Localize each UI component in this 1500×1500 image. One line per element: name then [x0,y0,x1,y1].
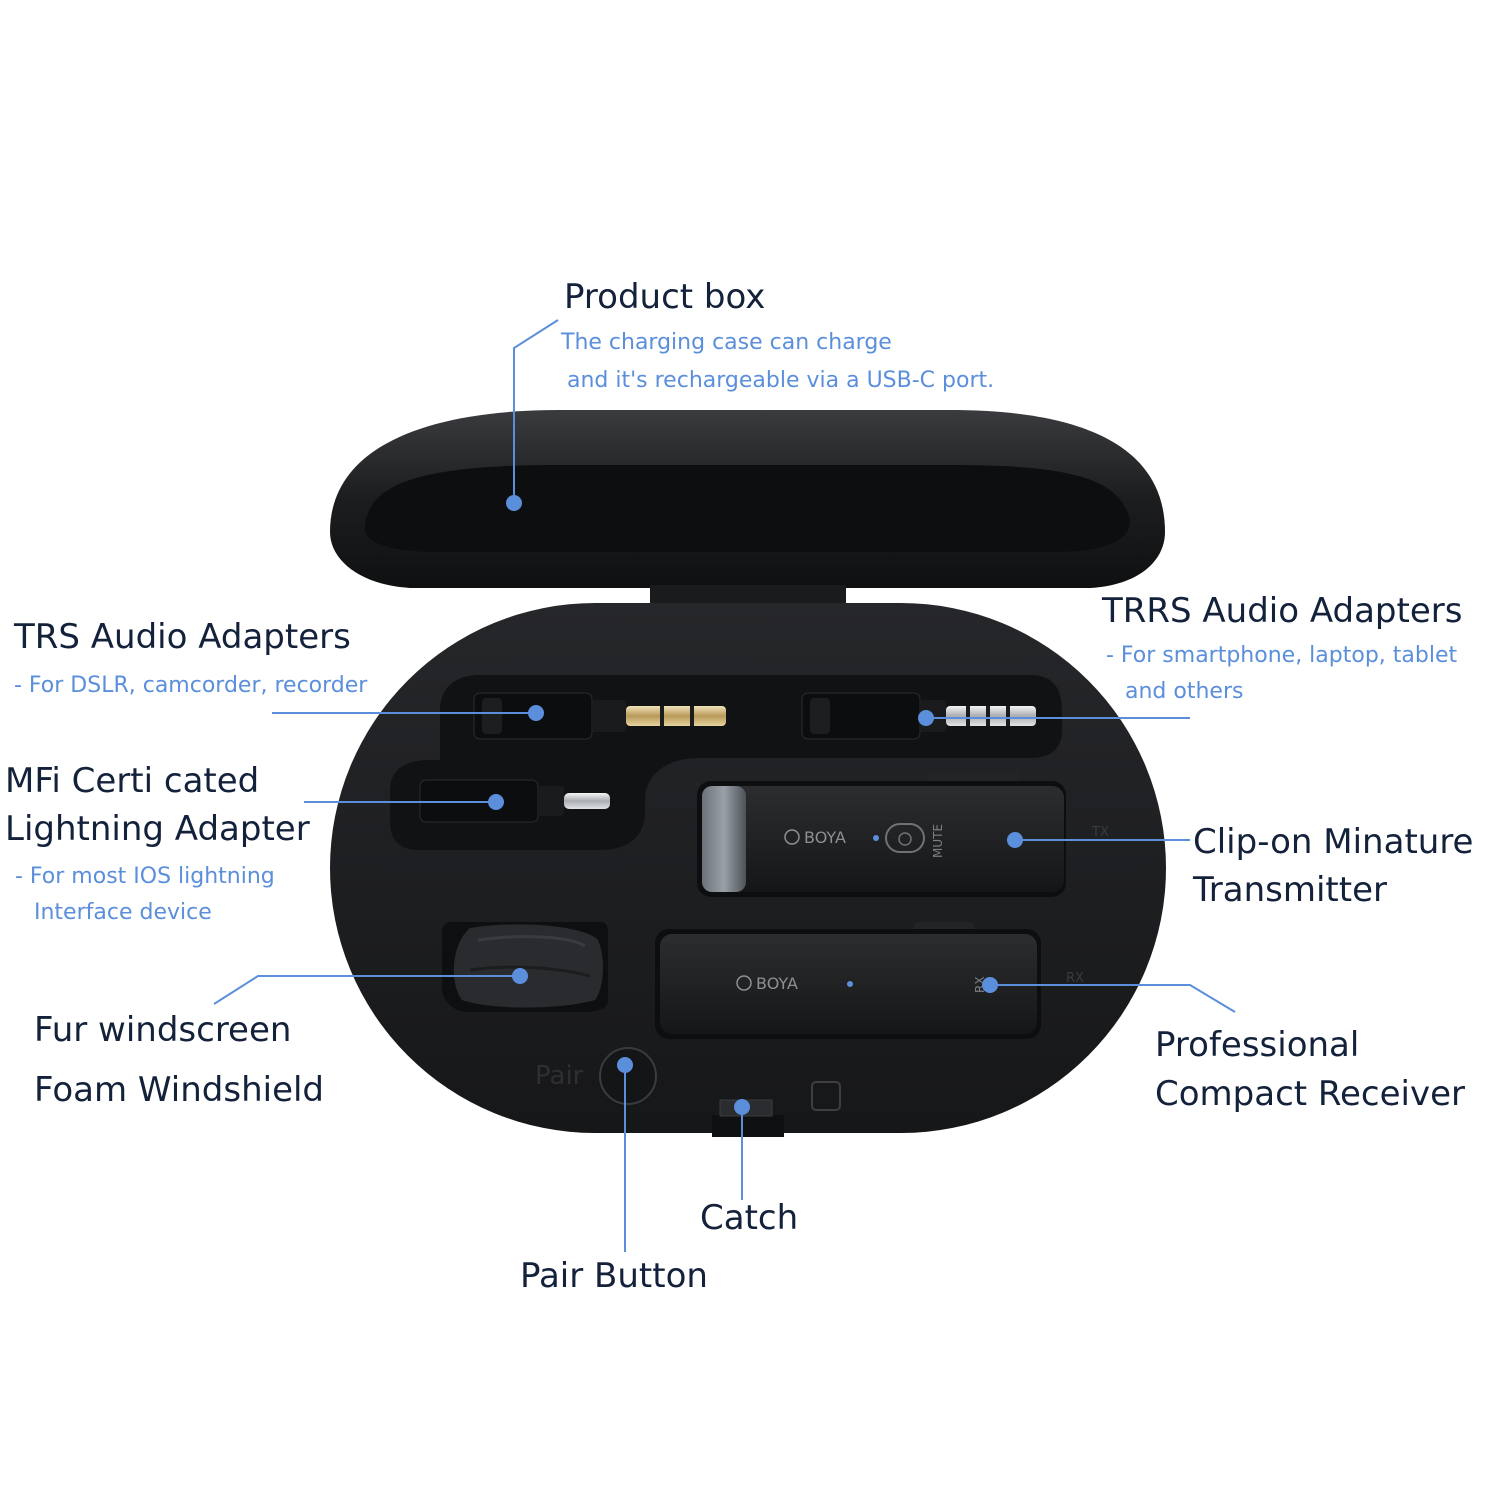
trrs-desc-2: and others [1125,679,1244,704]
receiver-title-1: Professional [1155,1025,1360,1065]
mfi-desc-1: - For most IOS lightning [15,864,275,889]
receiver-title-2: Compact Receiver [1155,1074,1466,1114]
callout-line-windscreen [213,975,520,1005]
callout-lines [213,319,1236,1252]
rx-brand-text: BOYA [756,974,798,993]
callout-line-receiver [990,984,1236,1013]
windscreen-title-1: Fur windscreen [34,1010,292,1050]
pair-button-device: Pair [535,1047,657,1105]
product-box-desc-2: and it's rechargeable via a USB-C port. [567,368,995,393]
catch-title: Catch [700,1198,799,1238]
windscreen-title-2: Foam Windshield [34,1070,325,1110]
foam-windscreen [453,924,604,1008]
rx-side-text: RX [1066,971,1084,986]
receiver-device: BOYA RX RX [655,922,1084,1039]
power-button [885,823,925,853]
pair-button-title: Pair Button [520,1256,708,1296]
mfi-title-2: Lightning Adapter [5,809,310,849]
trs-desc: - For DSLR, camcorder, recorder [14,673,368,698]
callout-line-product-box [513,319,559,503]
callout-dots [488,495,1023,1115]
trrs-desc-1: - For smartphone, laptop, tablet [1106,643,1458,668]
transmitter-title-1: Clip-on Minature [1193,822,1474,862]
tx-brand-text: BOYA [804,828,846,847]
trrs-title: TRRS Audio Adapters [1102,591,1463,631]
transmitter-title-2: Transmitter [1193,870,1387,910]
mfi-title-1: MFi Certi cated [5,761,260,801]
power-icon [898,832,912,846]
pair-embossed-text: Pair [535,1061,584,1091]
mute-text: MUTE [931,824,945,858]
tx-side-text: TX [1091,825,1109,840]
trs-title: TRS Audio Adapters [14,617,351,657]
transmitter-device: BOYA MUTE TX [697,772,1109,897]
product-box-desc-1: The charging case can charge [561,330,892,355]
case-lid [330,410,1165,607]
product-box-title: Product box [564,277,766,317]
mfi-desc-2: Interface device [34,900,212,925]
